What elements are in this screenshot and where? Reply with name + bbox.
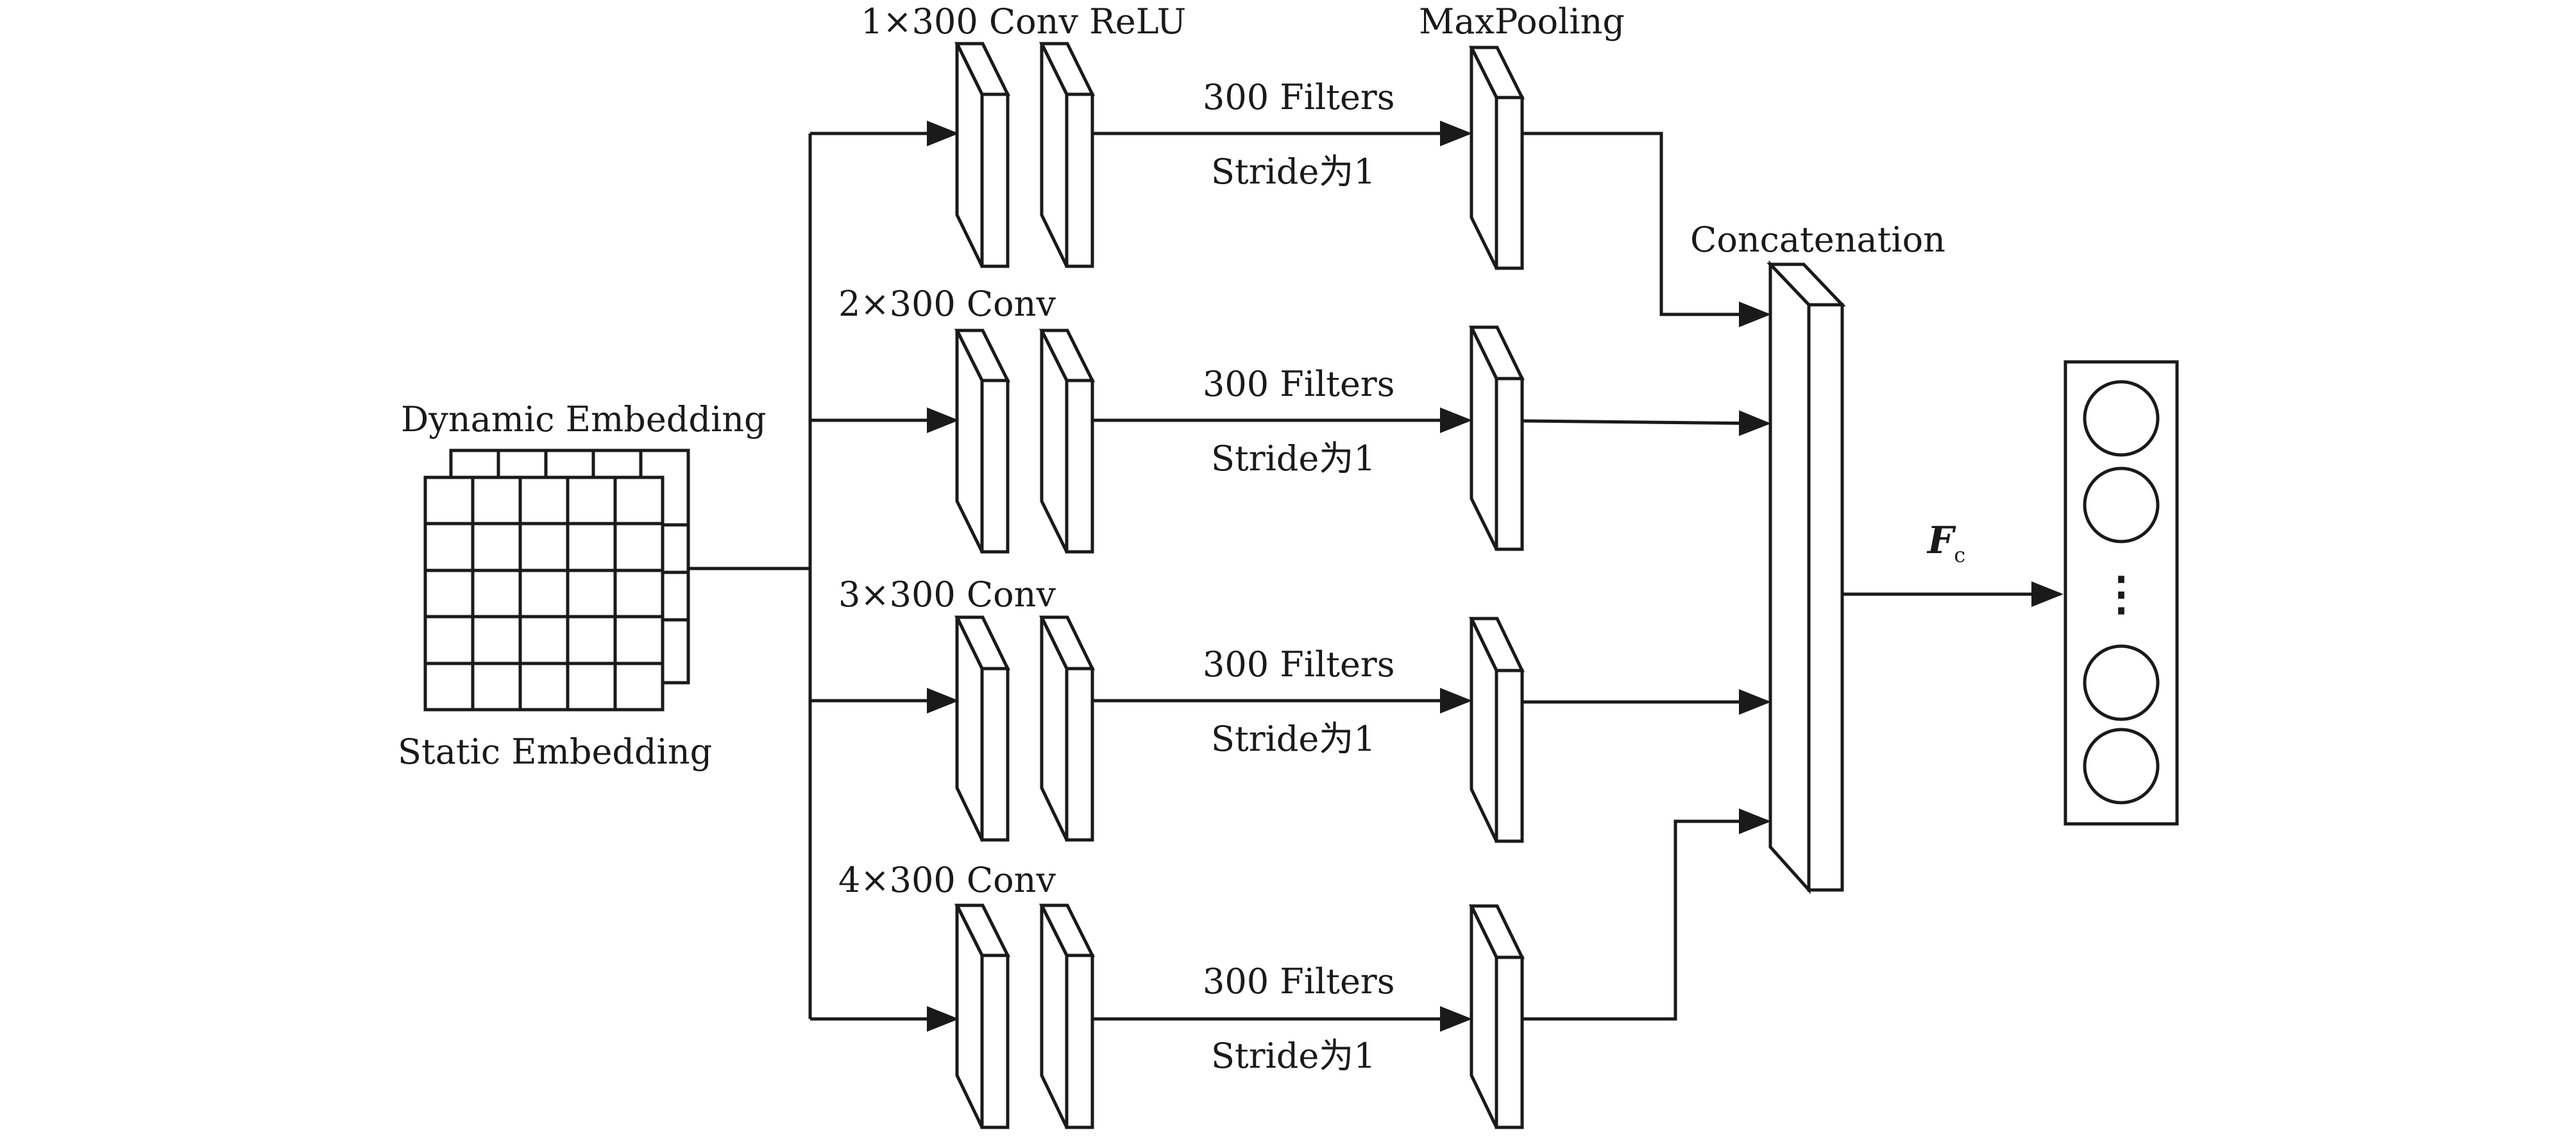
output-node	[2083, 644, 2160, 721]
dynamic-embedding-label: Dynamic Embedding	[401, 399, 767, 440]
conv-filter-stack	[954, 615, 1095, 842]
branch-1-stride-label: Stride为1	[1211, 151, 1376, 192]
concatenation-label: Concatenation	[1690, 219, 1945, 260]
maxpool-block	[1469, 325, 1525, 551]
output-node	[2083, 728, 2160, 805]
input-splitter	[688, 133, 812, 1019]
branch-4-filters-label: 300 Filters	[1203, 961, 1394, 1002]
branch-2: 2×300 Conv 300 Filters Stride为1	[810, 284, 1771, 554]
conv-filter-stack	[954, 42, 1096, 268]
feature-label: Fc	[1926, 518, 1965, 567]
branch-3-filters-label: 300 Filters	[1203, 644, 1394, 685]
branch-1-filters-label: 300 Filters	[1203, 77, 1394, 117]
output-node	[2083, 380, 2160, 457]
branch-3: 3×300 Conv 300 Filters Stride为1	[810, 574, 1771, 843]
concatenation-block: Concatenation	[1690, 219, 1945, 894]
output-vector: ⋮	[2063, 360, 2179, 826]
branch-4-stride-label: Stride为1	[1211, 1036, 1376, 1076]
branch-1: 1×300 Conv ReLU 300 Filters Stride为1	[810, 1, 1771, 327]
output-node	[2083, 466, 2160, 543]
output-connection: Fc	[1842, 518, 2063, 607]
static-embedding-grid	[423, 475, 665, 712]
branch-2-conv-label: 2×300 Conv	[838, 284, 1056, 324]
maxpool-block	[1468, 46, 1525, 270]
branch-4-conv-label: 4×300 Conv	[838, 860, 1056, 900]
branch-1-conv-label: 1×300 Conv ReLU	[861, 1, 1186, 42]
branch-4: 4×300 Conv 300 Filters Stride为1	[810, 808, 1771, 1129]
output-ellipsis: ⋮	[2098, 566, 2144, 620]
maxpooling-label: MaxPooling	[1419, 1, 1625, 42]
maxpool-block	[1469, 617, 1525, 843]
feature-symbol: F	[1926, 518, 1956, 562]
branch-3-conv-label: 3×300 Conv	[838, 574, 1056, 615]
embedding-input: Dynamic Embedding Static Embedding	[398, 399, 767, 772]
conv-filter-stack	[954, 329, 1096, 554]
branch-2-filters-label: 300 Filters	[1203, 364, 1394, 404]
maxpool-block	[1469, 904, 1525, 1129]
feature-subscript: c	[1954, 543, 1965, 567]
static-embedding-label: Static Embedding	[398, 731, 712, 772]
branch-2-stride-label: Stride为1	[1211, 438, 1376, 479]
branch-3-stride-label: Stride为1	[1211, 719, 1376, 759]
conv-filter-stack	[954, 903, 1096, 1129]
